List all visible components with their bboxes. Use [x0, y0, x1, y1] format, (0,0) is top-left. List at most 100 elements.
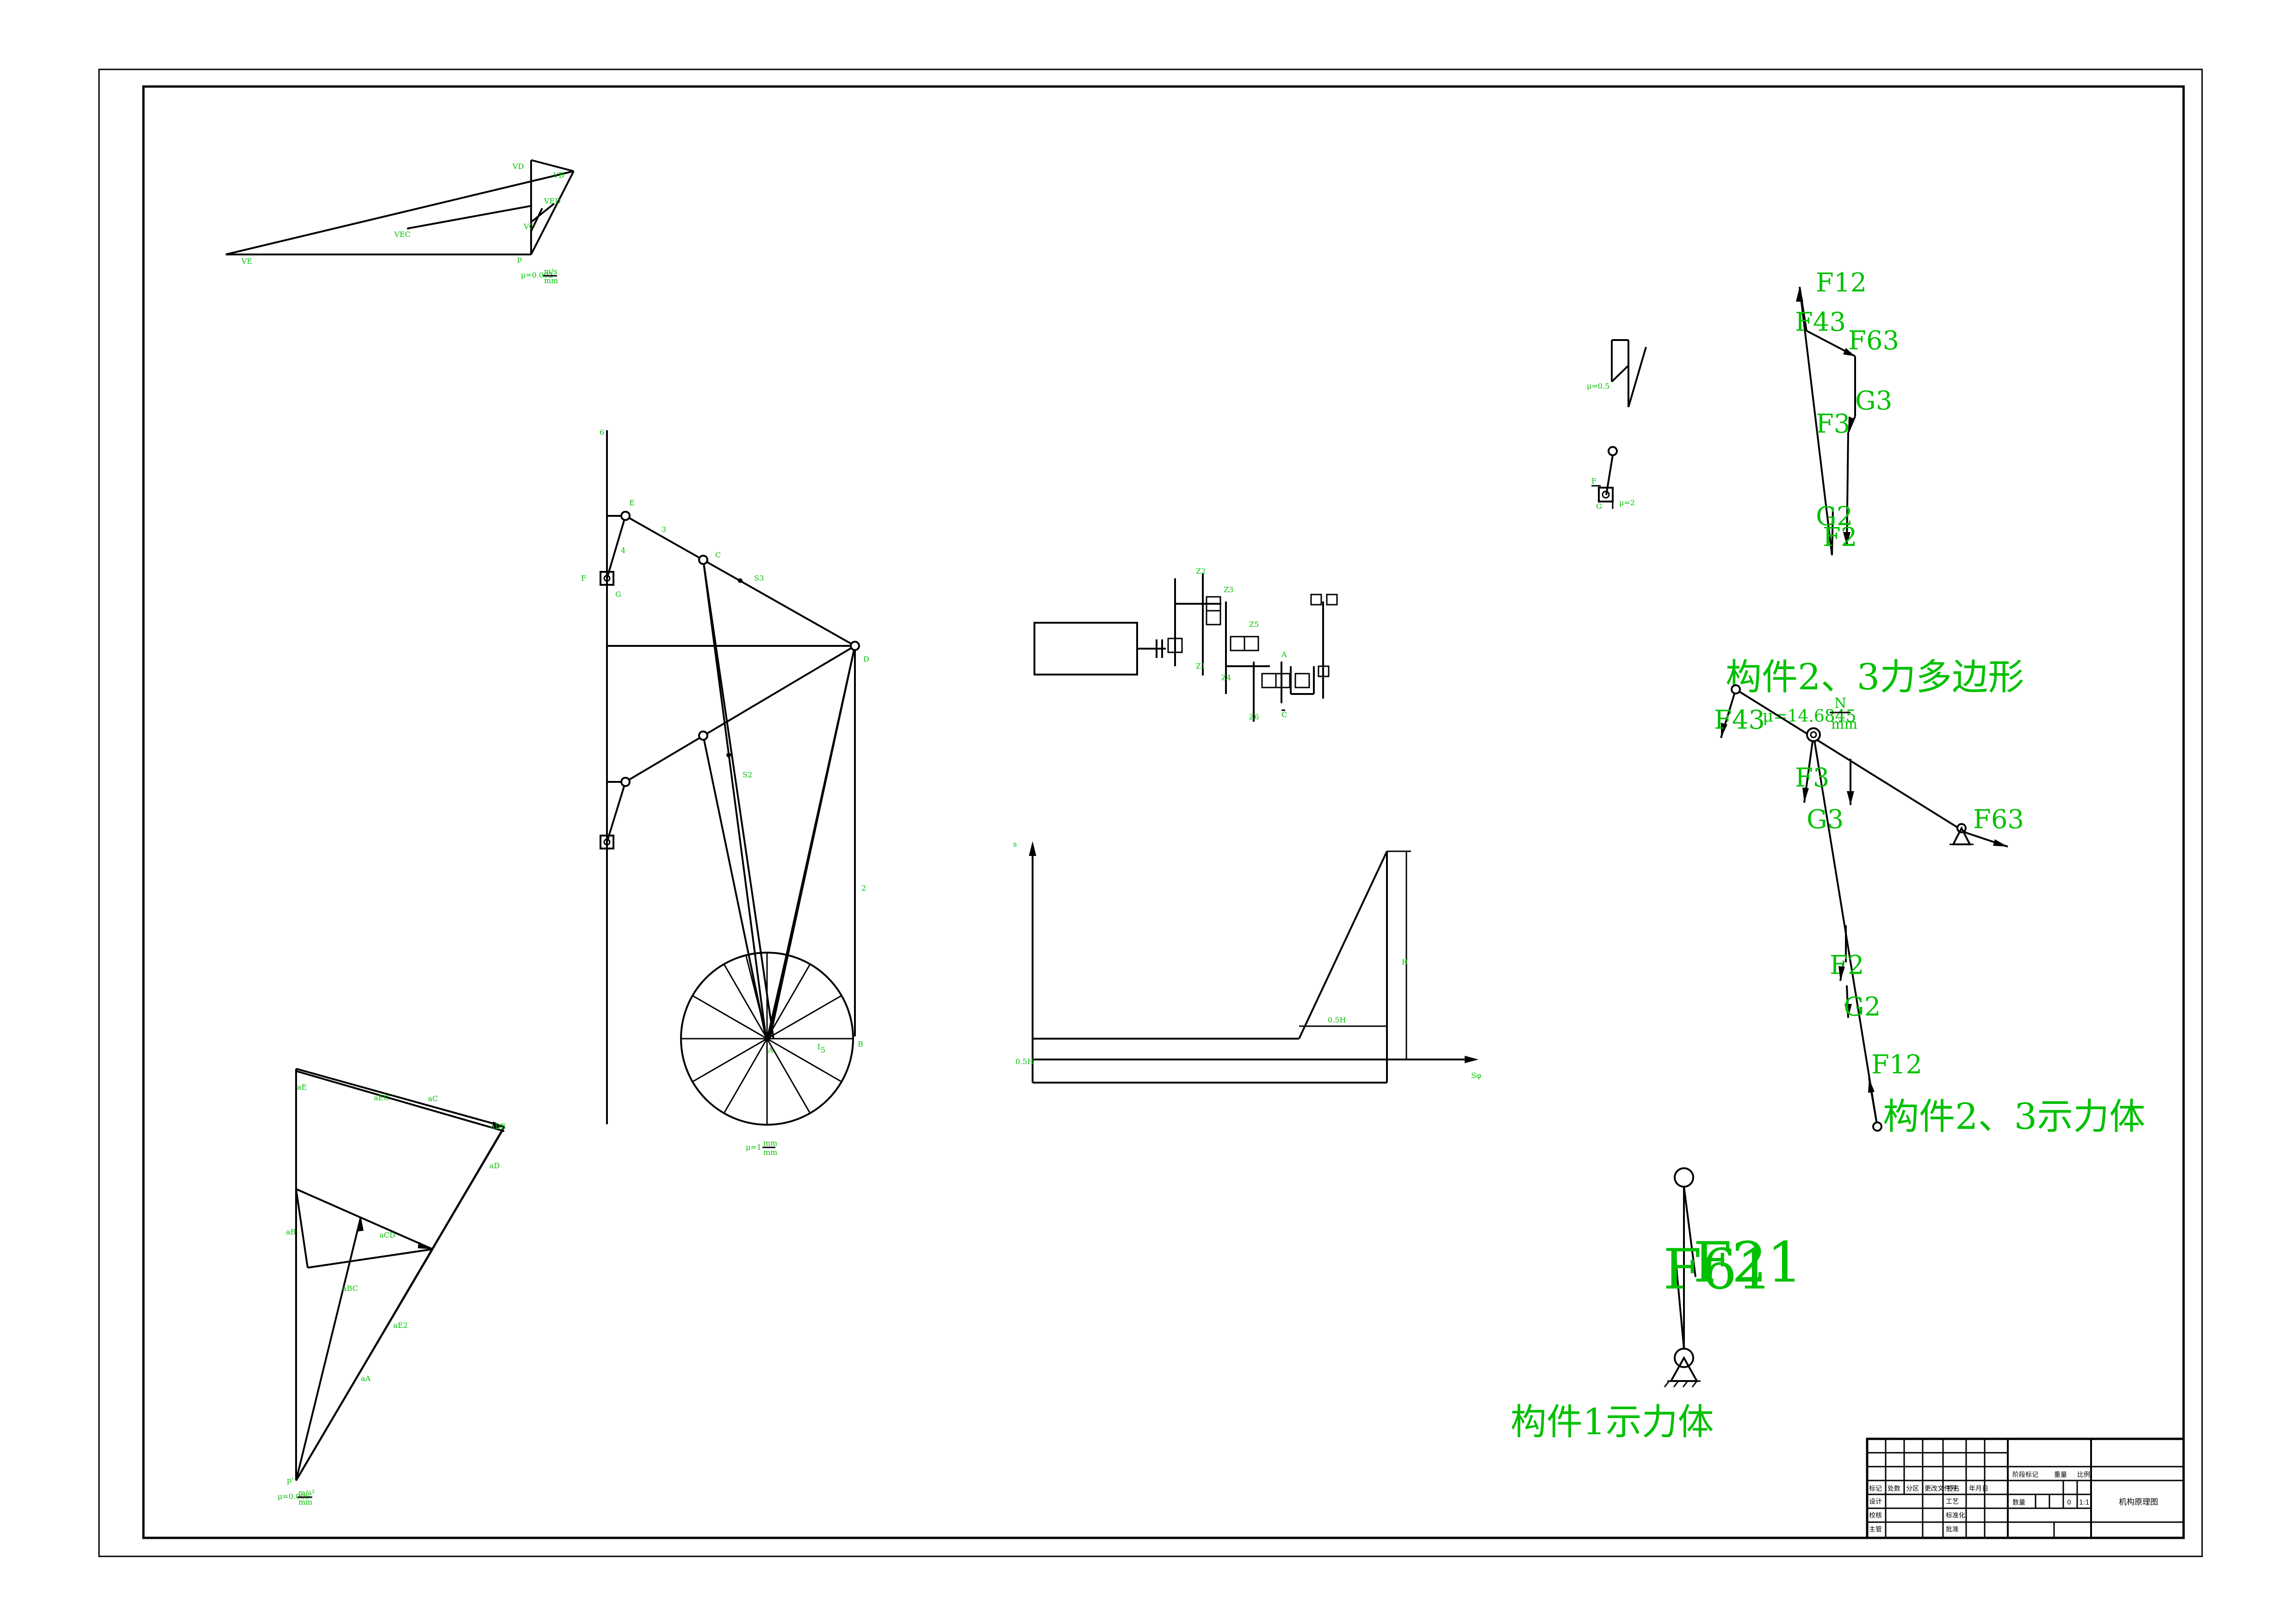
mech-link-s3: S3 — [754, 574, 764, 582]
cam-h: H — [1402, 958, 1408, 966]
force-polygon-23: F12 F43 F63 G3 F3 G2 F2 — [1795, 268, 1899, 556]
tb-header-weight: 重量 — [2054, 1471, 2067, 1479]
ap-label-ae2: aE2 — [393, 1321, 408, 1330]
title-block: 标记 处数 分区 更改文件号 签名 年月日 阶段标记 重量 比例 设计 校核 主… — [1866, 1437, 2185, 1539]
linkage-mechanism: E C D B A F G 3 4 5 S3 S2 2 1 6 μ=1 mm m… — [581, 428, 869, 1157]
tb-scale-value: 1:1 — [2079, 1499, 2090, 1506]
mech-link-3: 3 — [662, 525, 666, 534]
vp-label-vb: VB — [553, 171, 564, 180]
cam-axis-phi: Sφ — [1471, 1071, 1481, 1080]
tb-header-zone: 分区 — [1906, 1485, 1919, 1493]
tb-role-check: 校核 — [1869, 1511, 1882, 1519]
ap-label-ae: aE — [297, 1083, 307, 1091]
fp-label-f43: F43 — [1795, 307, 1846, 337]
fb23-label-f3: F3 — [1795, 763, 1829, 793]
tb-role-supervisor: 主管 — [1869, 1526, 1882, 1533]
vp-label-ved: VED — [544, 197, 561, 205]
ap-label-aec: aEC — [374, 1093, 389, 1102]
ap-scale-num: m/s² — [298, 1488, 315, 1497]
cam-half-h: 0.5H — [1328, 1016, 1346, 1024]
tb-header-signature: 签名 — [1947, 1485, 1960, 1493]
vp-scale: μ=0.002 — [521, 271, 553, 279]
mech-scale: μ=1 — [746, 1143, 761, 1152]
mech-scale-den: mm — [763, 1148, 777, 1157]
outer-border — [98, 68, 2203, 1557]
mech-link-5: 5 — [821, 1046, 825, 1054]
small-scale-1: μ=0.5 — [1587, 382, 1609, 390]
tb-role-process: 工艺 — [1946, 1498, 1959, 1505]
velocity-polygon: VE VEC VC VD VB p VED μ=0.002 m/s mm — [225, 159, 575, 285]
gear-z3: Z3 — [1224, 585, 1233, 594]
vp-label-vd: VD — [512, 162, 524, 171]
vp-scale-num: m/s — [544, 267, 557, 276]
tb-role-standard: 标准化 — [1946, 1512, 1965, 1519]
mech-joint-c: C — [715, 551, 721, 559]
fb23-scale-num: N — [1834, 695, 1846, 712]
gear-z2: Z2 — [1196, 567, 1206, 576]
ap-label-ac: aC — [428, 1094, 438, 1103]
ap-label-aa: aA — [361, 1374, 371, 1383]
mech-link-s2: S2 — [743, 770, 752, 779]
tb-header-count: 处数 — [1888, 1485, 1900, 1493]
ap-scale-den: mm — [298, 1498, 312, 1506]
tb-header-date: 年月日 — [1969, 1485, 1988, 1493]
small-label-f: F — [1591, 477, 1597, 485]
ap-label-ade: aDE — [490, 1122, 506, 1131]
fb23-title: 构件2、3力多边形 — [1726, 657, 2024, 698]
vp-label-vc: VC — [523, 222, 535, 231]
mech-link-1: 1 — [817, 1042, 821, 1051]
fb23-label-f2: F2 — [1830, 950, 1864, 980]
gear-z5: Z5 — [1249, 620, 1259, 629]
inner-border — [142, 85, 2185, 1539]
fb1-label-f21: F21 — [1693, 1231, 1802, 1295]
mech-joint-b: B — [858, 1040, 863, 1048]
vp-label-ve: VE — [241, 257, 252, 266]
fp-label-f2: F2 — [1823, 522, 1857, 552]
fb23-label-f63: F63 — [1973, 805, 2024, 835]
ap-scale: μ=0.005 — [278, 1492, 310, 1501]
mech-link-2: 2 — [861, 884, 866, 892]
small-diagrams: μ=0.5 F G μ=2 — [1587, 339, 1647, 511]
fb1-caption: 构件1示力体 — [1510, 1401, 1714, 1443]
mech-link-4: 4 — [621, 546, 625, 555]
cam-half-h-left: 0.5H — [1015, 1057, 1034, 1066]
fb23-caption: 构件2、3示力体 — [1883, 1096, 2145, 1138]
acceleration-polygon: aE aEC aC aD aB aCD aDE aBC aE2 aA p' μ=… — [278, 1068, 506, 1506]
mech-link-6: 6 — [600, 428, 604, 437]
fb1-label-f61: F61 — [1663, 1238, 1772, 1302]
fb23-label-f12: F12 — [1871, 1050, 1922, 1080]
tb-header-mark: 标记 — [1869, 1485, 1882, 1493]
tb-header-change-doc: 更改文件号 — [1925, 1485, 1957, 1493]
vp-label-p: p — [517, 254, 522, 263]
ap-label-p-prime: p' — [287, 1476, 294, 1485]
gear-z6: Z6 — [1249, 712, 1259, 721]
mech-joint-g: G — [615, 590, 621, 599]
ap-label-ab: aB — [286, 1227, 296, 1236]
gear-a: A — [1281, 650, 1287, 659]
fp-label-g3: G3 — [1855, 386, 1892, 416]
tb-role-approve: 批准 — [1946, 1526, 1959, 1533]
fp-label-f3: F3 — [1816, 409, 1850, 439]
small-scale-2: μ=2 — [1619, 498, 1635, 507]
tb-weight-value: 0 — [2067, 1499, 2071, 1506]
gear-c: C — [1281, 710, 1287, 719]
mech-joint-a: A — [767, 1046, 774, 1054]
tb-drawing-title: 机构原理图 — [2119, 1498, 2158, 1507]
tb-header-stage: 阶段标记 — [2012, 1471, 2038, 1479]
free-body-1: F21 F61 构件1示力体 — [1510, 1167, 1802, 1443]
mech-joint-f: F — [581, 574, 586, 582]
ap-label-ad: aD — [489, 1161, 500, 1170]
ap-label-abc: aBC — [342, 1284, 358, 1293]
cam-displacement-diagram: s Sφ 0.5H H 0.5H — [1013, 840, 1481, 1084]
fb23-label-f43: F43 — [1714, 705, 1765, 735]
vp-label-vec: VEC — [394, 230, 410, 239]
fp-label-g2: G2 — [1816, 502, 1853, 532]
cam-axis-s: s — [1013, 840, 1017, 849]
fb23-label-g2: G2 — [1844, 992, 1881, 1022]
small-label-g: G — [1596, 502, 1602, 511]
fp-label-f63: F63 — [1848, 326, 1899, 356]
gear-z1: Z1 — [1196, 662, 1206, 670]
ap-label-acd: aCD — [379, 1231, 396, 1239]
gear-train: Z2 Z1 Z3 Z4 Z5 Z6 A C — [1034, 567, 1338, 722]
